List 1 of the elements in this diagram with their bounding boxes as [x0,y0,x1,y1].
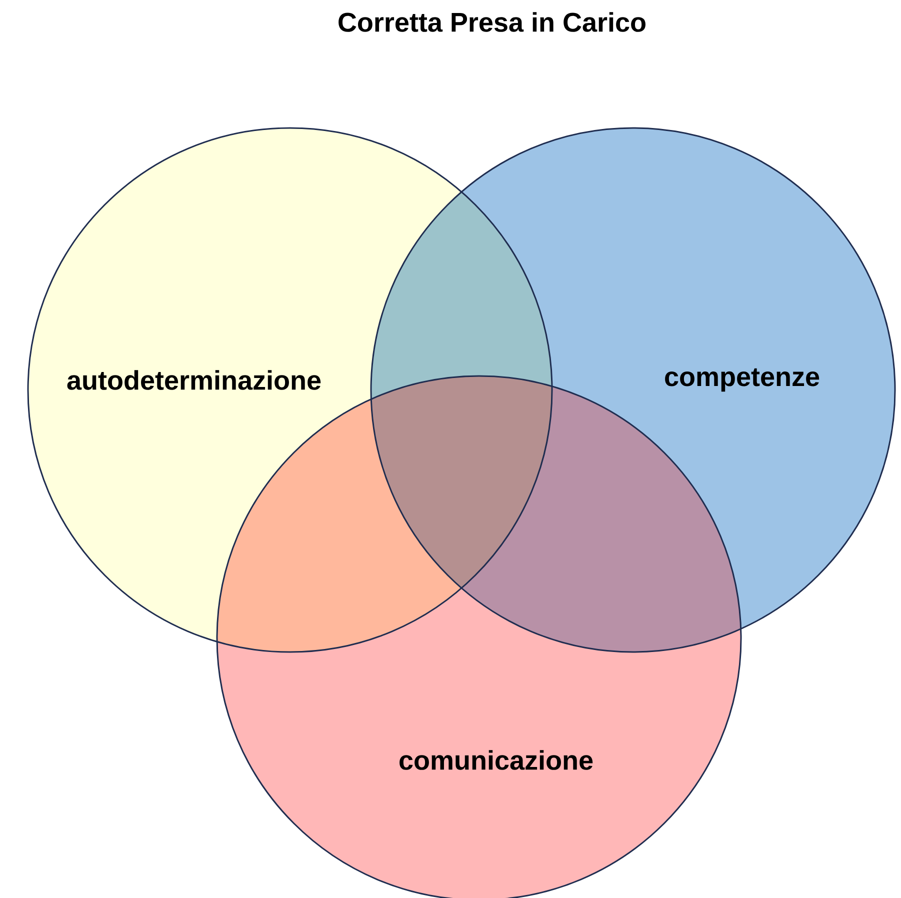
title: Corretta Presa in Carico [338,12,646,32]
